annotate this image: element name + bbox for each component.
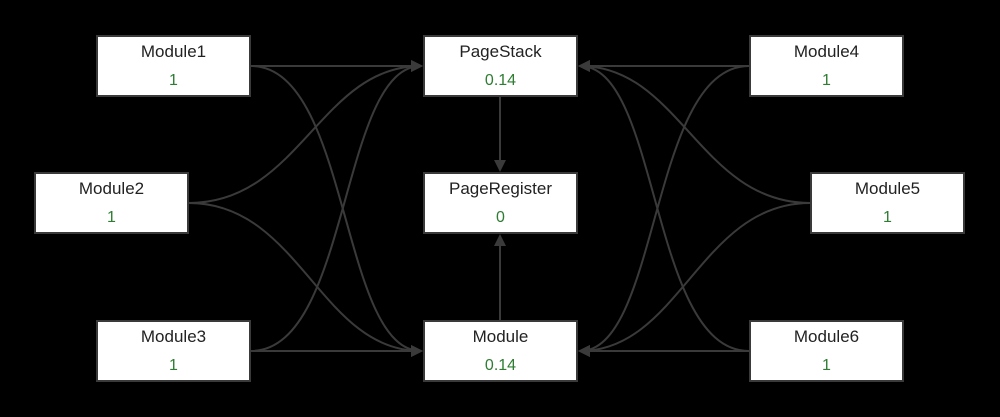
node-pagestack[interactable]: PageStack 0.14: [423, 35, 578, 97]
edge-module6-to-pagestack: [578, 60, 750, 352]
node-pagestack-name: PageStack: [459, 42, 542, 61]
node-module5[interactable]: Module5 1: [810, 172, 965, 234]
node-module3-value: 1: [169, 357, 178, 374]
node-module-name: Module: [472, 327, 529, 346]
node-pageregister-value: 0: [496, 209, 505, 226]
node-module1[interactable]: Module1 1: [96, 35, 251, 97]
node-module-value: 0.14: [484, 357, 517, 374]
node-module5-name: Module5: [854, 179, 921, 198]
edge-module3-to-pagestack: [250, 60, 423, 352]
edge-module5-to-module: [578, 202, 811, 357]
node-pagestack-value: 0.14: [484, 72, 517, 89]
node-module1-value: 1: [169, 72, 178, 89]
node-module6-value: 1: [822, 357, 831, 374]
node-module4[interactable]: Module4 1: [749, 35, 904, 97]
node-pageregister[interactable]: PageRegister 0: [423, 172, 578, 234]
node-pageregister-name: PageRegister: [448, 179, 552, 198]
node-module5-value: 1: [883, 209, 892, 226]
node-module2-name: Module2: [78, 179, 145, 198]
node-module6[interactable]: Module6 1: [749, 320, 904, 382]
node-module2[interactable]: Module2 1: [34, 172, 189, 234]
node-module[interactable]: Module 0.14: [423, 320, 578, 382]
edge-module5-to-pagestack: [578, 60, 811, 204]
node-module1-name: Module1: [140, 42, 207, 61]
node-module4-value: 1: [822, 72, 831, 89]
node-module3[interactable]: Module3 1: [96, 320, 251, 382]
edge-module2-to-pagestack: [188, 60, 423, 204]
node-module2-value: 1: [107, 209, 116, 226]
node-module3-name: Module3: [140, 327, 207, 346]
edge-module2-to-module: [188, 202, 423, 357]
node-module4-name: Module4: [793, 42, 860, 61]
node-module6-name: Module6: [793, 327, 860, 346]
